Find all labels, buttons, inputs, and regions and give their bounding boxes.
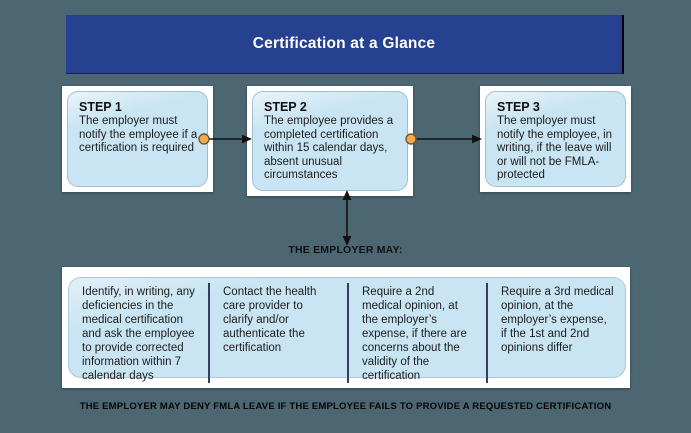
step3-title: STEP 3	[497, 100, 540, 114]
employer-options-panel: Identify, in writing, any deficiencies i…	[62, 267, 630, 388]
option-deficiencies: Identify, in writing, any deficiencies i…	[82, 286, 195, 382]
step2-title: STEP 2	[264, 100, 307, 114]
step2-box: STEP 2 The employee provides a completed…	[252, 91, 408, 191]
step1-body: The employer must notify the employee if…	[79, 115, 198, 155]
step1-title: STEP 1	[79, 100, 122, 114]
arrow-step2-to-step3	[405, 133, 482, 145]
employer-may-label: THE EMPLOYER MAY:	[288, 244, 403, 256]
step1-panel: STEP 1 The employer must notify the empl…	[62, 86, 213, 192]
step3-panel: STEP 3 The employer must notify the empl…	[480, 86, 631, 192]
title-banner: Certification at a Glance	[66, 15, 624, 74]
option-third-opinion: Require a 3rd medical opinion, at the em…	[486, 283, 625, 383]
employer-options-box: Identify, in writing, any deficiencies i…	[68, 277, 626, 383]
step3-body: The employer must notify the employee, i…	[497, 115, 613, 182]
step2-body: The employee provides a completed certif…	[264, 115, 394, 182]
deny-leave-footnote: THE EMPLOYER MAY DENY FMLA LEAVE IF THE …	[79, 401, 612, 412]
step3-box: STEP 3 The employer must notify the empl…	[485, 91, 626, 187]
step1-box: STEP 1 The employer must notify the empl…	[67, 91, 208, 187]
option-second-opinion: Require a 2nd medical opinion, at the em…	[347, 283, 486, 383]
page-title: Certification at a Glance	[252, 35, 436, 52]
option-contact-provider: Contact the health care provider to clar…	[208, 283, 347, 383]
arrow-step2-to-options	[342, 190, 352, 246]
step2-panel: STEP 2 The employee provides a completed…	[247, 86, 413, 196]
